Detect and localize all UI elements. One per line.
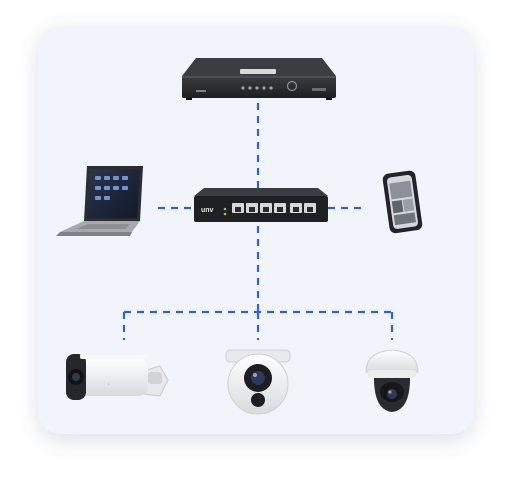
connection-lines <box>122 103 394 340</box>
dome-camera-icon <box>365 349 419 412</box>
switch-brand-label: unv <box>201 207 214 214</box>
svg-text:·: · <box>108 382 110 388</box>
nvr-recorder-icon <box>182 58 336 100</box>
poe-switch-icon: unv <box>194 188 328 222</box>
bullet-camera-icon: · <box>66 354 169 400</box>
smartphone-icon <box>382 170 423 234</box>
turret-camera-icon <box>225 349 291 415</box>
laptop-icon <box>56 166 143 236</box>
